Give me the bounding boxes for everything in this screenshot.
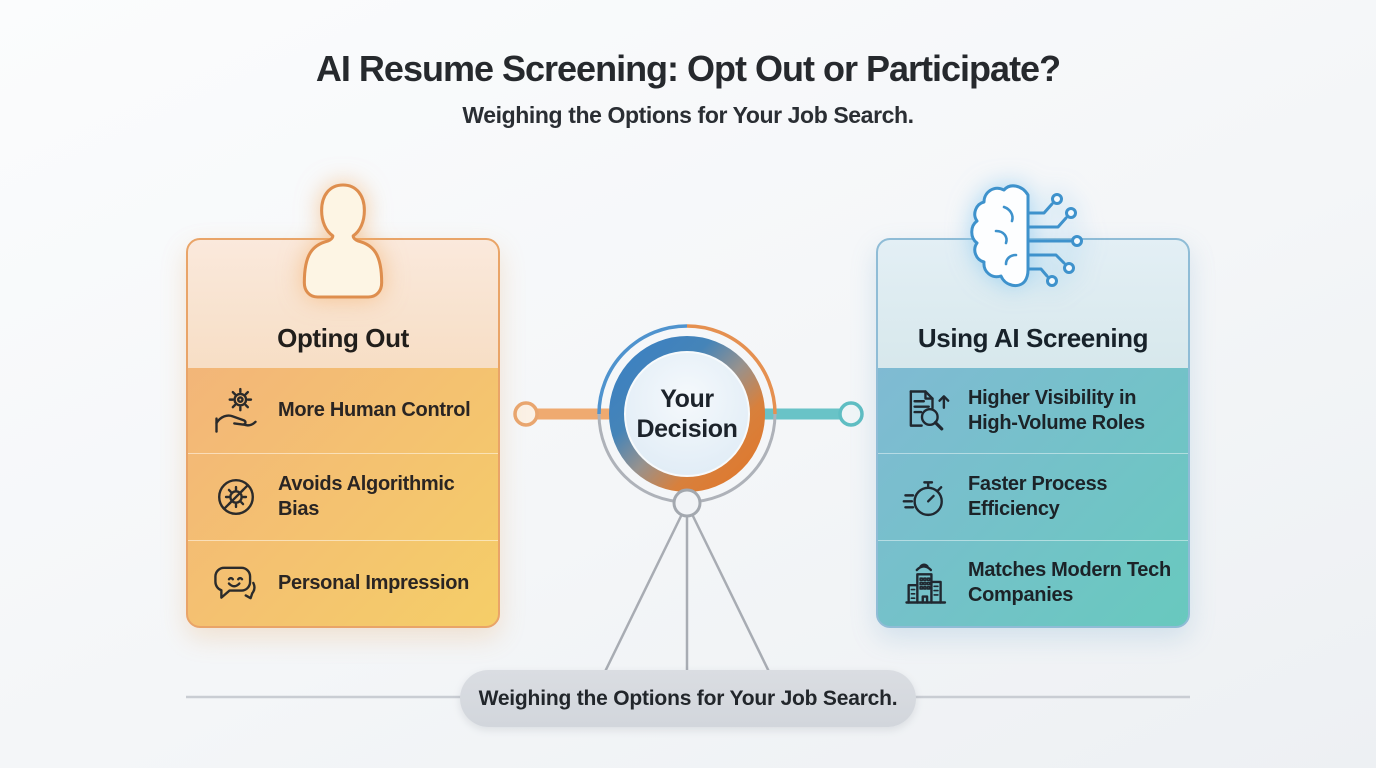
brain-circuit-icon bbox=[968, 179, 1098, 299]
card-body: More Human Control Avoids Algorithmic Bi… bbox=[188, 368, 498, 626]
hub-node bbox=[672, 488, 702, 518]
list-item: Personal Impression bbox=[188, 539, 498, 626]
item-label: Higher Visibility in High-Volume Roles bbox=[968, 386, 1145, 434]
spoke-line bbox=[689, 511, 778, 687]
document-search-icon bbox=[900, 385, 952, 437]
card-title-opting-out: Opting Out bbox=[277, 323, 409, 353]
page-title: AI Resume Screening: Opt Out or Particip… bbox=[315, 48, 1061, 89]
opting-out-card: Opting Out More Human Control bbox=[186, 183, 500, 628]
decision-disc bbox=[624, 351, 750, 477]
card-header: Using AI Screening bbox=[878, 240, 1188, 368]
using-ai-card: Using AI Screening Higher Visib bbox=[876, 184, 1190, 628]
item-label: More Human Control bbox=[278, 399, 471, 422]
stopwatch-icon bbox=[900, 471, 952, 523]
list-item: More Human Control bbox=[188, 368, 498, 453]
item-label: Faster Process Efficiency bbox=[968, 472, 1108, 520]
spoke-line bbox=[596, 511, 685, 687]
outer-arc-orange bbox=[686, 324, 777, 415]
list-item: Matches Modern Tech Companies bbox=[878, 539, 1188, 626]
hand-gear-icon bbox=[210, 385, 262, 437]
connector-right-node bbox=[838, 401, 864, 427]
card-body: Higher Visibility in High-Volume Roles F… bbox=[878, 368, 1188, 626]
decision-ring bbox=[609, 336, 765, 492]
chat-smiley-icon bbox=[210, 557, 262, 609]
page-subtitle: Weighing the Options for Your Job Search… bbox=[462, 102, 914, 128]
item-label: Avoids Algorithmic Bias bbox=[278, 472, 455, 520]
item-label: Matches Modern Tech Companies bbox=[968, 559, 1171, 607]
list-item: Higher Visibility in High-Volume Roles bbox=[878, 368, 1188, 453]
list-item: Avoids Algorithmic Bias bbox=[188, 453, 498, 539]
connector-left-node bbox=[513, 401, 539, 427]
outer-arc-blue bbox=[597, 324, 688, 415]
card-title-using-ai: Using AI Screening bbox=[917, 323, 1149, 353]
person-icon bbox=[297, 183, 389, 299]
no-algorithm-icon bbox=[210, 471, 262, 523]
building-wifi-icon bbox=[900, 557, 952, 609]
footer-pill: Weighing the Options for Your Job Search… bbox=[460, 670, 916, 727]
item-label: Personal Impression bbox=[278, 571, 470, 594]
decision-label: Your Decision bbox=[636, 384, 738, 444]
list-item: Faster Process Efficiency bbox=[878, 453, 1188, 539]
